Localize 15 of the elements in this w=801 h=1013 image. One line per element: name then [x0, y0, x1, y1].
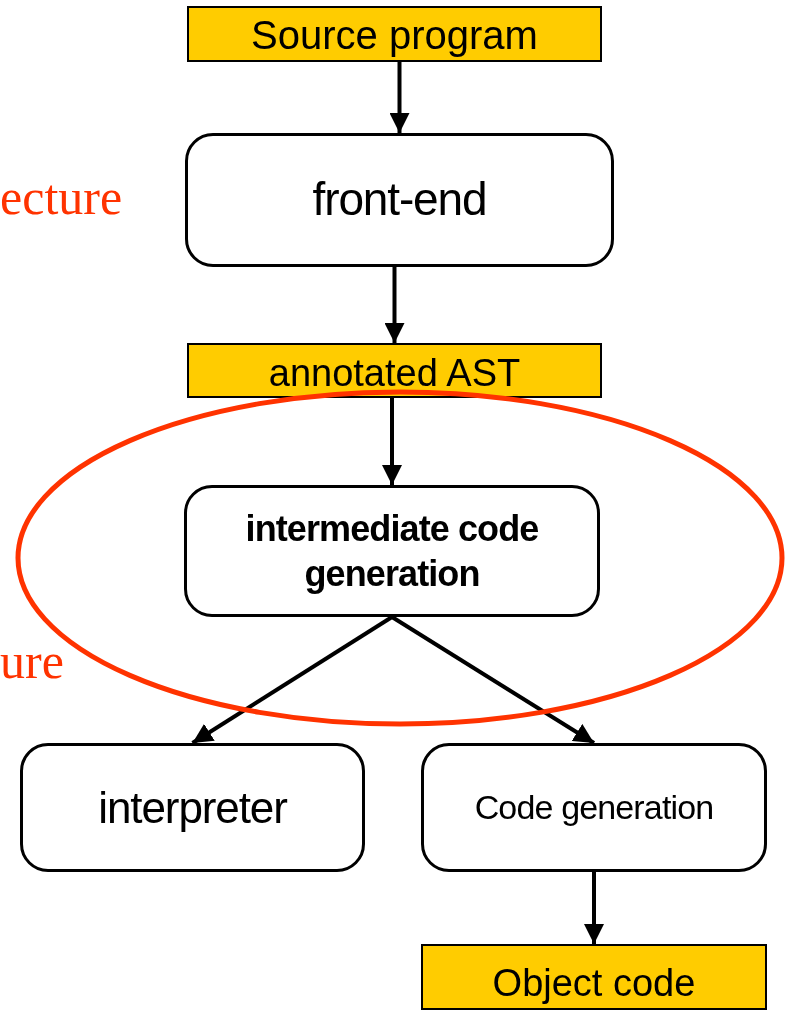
data-box: Object code: [421, 944, 767, 1010]
arrow: [389, 62, 410, 133]
process-box: interpreter: [20, 743, 365, 872]
arrow: [191, 615, 394, 745]
process-box: Code generation: [421, 743, 767, 872]
side-caption: ure: [0, 636, 64, 686]
side-caption: ecture: [0, 172, 123, 222]
arrow: [384, 267, 405, 343]
arrow: [382, 398, 402, 485]
arrow: [390, 615, 596, 745]
process-box: intermediate code generation: [184, 485, 600, 617]
data-box: Source program: [187, 6, 602, 62]
process-box: front-end: [185, 133, 614, 267]
data-box: annotated AST: [187, 343, 602, 398]
arrow: [584, 872, 604, 944]
